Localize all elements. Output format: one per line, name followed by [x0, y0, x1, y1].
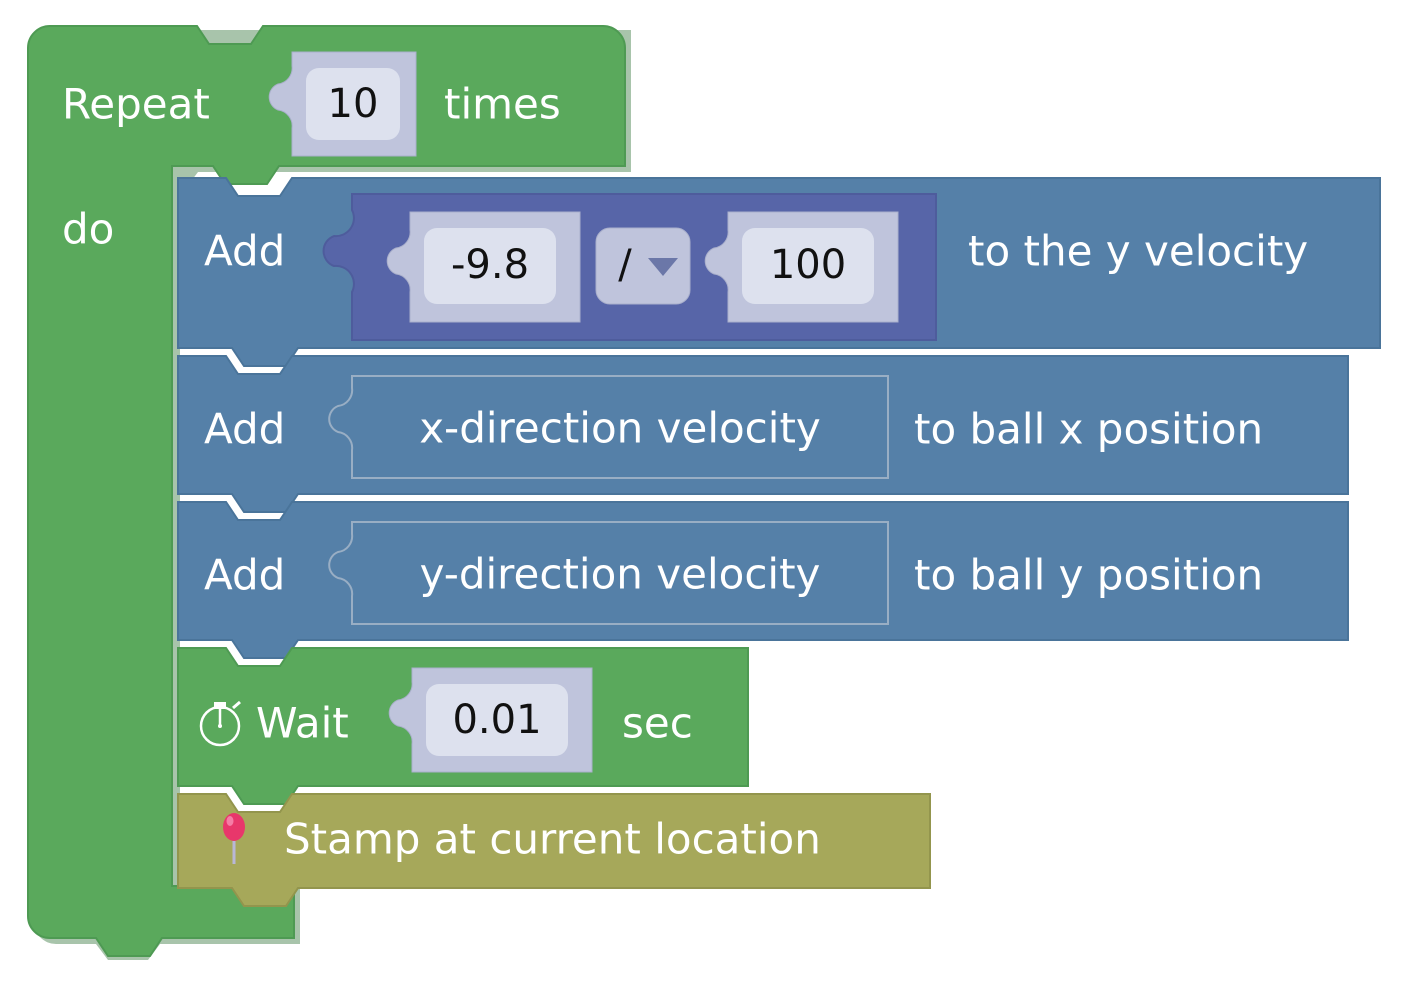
add-y-position-slot-bg[interactable]	[328, 521, 889, 625]
repeat-block[interactable]: Repeat 10 times do	[27, 25, 631, 960]
division-right-input-bg[interactable]	[742, 228, 874, 304]
add-y-velocity-tail: to the y velocity	[968, 227, 1308, 276]
stamp-block-body[interactable]	[177, 793, 931, 907]
division-operator-bg[interactable]	[595, 227, 691, 305]
division-operator-dropdown[interactable]: /	[595, 227, 691, 305]
repeat-suffix-label: times	[444, 80, 561, 129]
repeat-count-input-bg[interactable]	[306, 68, 400, 140]
add-x-position-slot[interactable]: x-direction velocity	[328, 375, 889, 479]
stopwatch-icon	[199, 700, 241, 747]
wait-unit-label: sec	[622, 699, 693, 748]
repeat-block-body[interactable]	[27, 25, 626, 957]
repeat-count-field[interactable]: 10	[268, 51, 417, 157]
add-y-position-block[interactable]: Add y-direction velocity to ball y posit…	[177, 501, 1349, 659]
wait-verb-label: Wait	[256, 699, 349, 748]
chevron-down-icon[interactable]	[648, 258, 678, 276]
stamp-label: Stamp at current location	[284, 815, 821, 864]
wait-duration-input-bg[interactable]	[426, 684, 568, 756]
repeat-keyword-label: Repeat	[62, 80, 210, 129]
add-x-position-block[interactable]: Add x-direction velocity to ball x posit…	[177, 355, 1349, 513]
division-right-operand-field[interactable]: 100	[704, 211, 899, 323]
pushpin-icon	[223, 813, 245, 864]
wait-block[interactable]: Wait 0.01 sec	[177, 647, 749, 805]
division-left-operand-field[interactable]: -9.8	[386, 211, 581, 323]
repeat-count-value: 10	[328, 81, 379, 127]
add-y-position-tail: to ball y position	[914, 551, 1263, 600]
division-left-value: -9.8	[451, 242, 529, 288]
add-y-position-verb: Add	[204, 551, 285, 600]
stamp-block[interactable]: Stamp at current location	[177, 793, 931, 907]
add-x-position-slot-bg[interactable]	[328, 375, 889, 479]
add-x-position-verb: Add	[204, 405, 285, 454]
add-x-position-slot-value: x-direction velocity	[419, 404, 821, 453]
add-y-position-slot-value: y-direction velocity	[420, 550, 821, 599]
division-left-input-bg[interactable]	[424, 228, 556, 304]
division-math-block[interactable]: -9.8 / 100	[322, 193, 937, 341]
division-operator-symbol: /	[618, 242, 632, 288]
wait-duration-value: 0.01	[452, 697, 541, 743]
repeat-do-label: do	[62, 205, 114, 254]
add-y-velocity-block[interactable]: Add -9.8 / 100 to the y velo	[177, 177, 1381, 367]
wait-duration-field[interactable]: 0.01	[388, 667, 593, 773]
add-y-velocity-verb: Add	[204, 227, 285, 276]
add-y-position-slot[interactable]: y-direction velocity	[328, 521, 889, 625]
division-right-value: 100	[770, 242, 846, 288]
add-x-position-tail: to ball x position	[914, 405, 1263, 454]
